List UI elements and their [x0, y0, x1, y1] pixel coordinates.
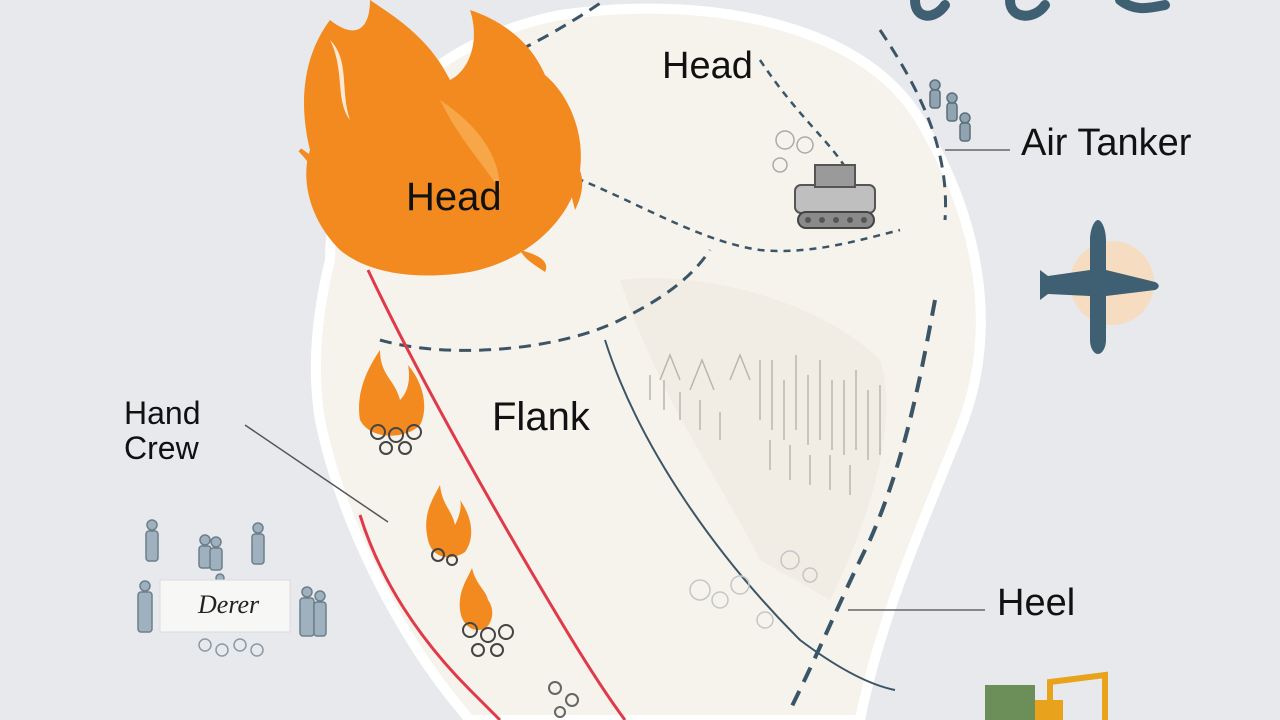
- crew-sign-board: [159, 579, 291, 633]
- crew-cluster-2: [431, 548, 458, 566]
- label-hand-crew: Hand Crew: [124, 395, 224, 467]
- fire-area-shade: [620, 278, 887, 600]
- top-right-decor: [910, 0, 1170, 21]
- building-icon: [985, 671, 1108, 720]
- crew-cluster-4: [548, 681, 579, 718]
- label-head-fire: Head: [406, 175, 502, 219]
- crew-feet-sketch: [198, 638, 264, 657]
- flame-icon-flank-1: [359, 350, 425, 436]
- leader-line-hand-crew: [244, 424, 389, 523]
- crew-cluster-1: [370, 424, 422, 455]
- dashed-line-right: [878, 29, 948, 221]
- label-hand-crew-text: Hand Crew: [124, 395, 201, 467]
- flame-icon: [298, 0, 583, 276]
- forest-hatching: [649, 352, 881, 495]
- label-air-tanker: Air Tanker: [1021, 122, 1192, 164]
- dashed-line-mid: [539, 163, 901, 253]
- label-heel: Heel: [997, 582, 1076, 624]
- inner-boundary-line: [604, 339, 896, 691]
- crew-sign-text: Derer: [198, 590, 260, 619]
- control-line-outer: [358, 514, 502, 720]
- air-tanker-icon: [1040, 220, 1159, 354]
- label-flank: Flank: [492, 395, 590, 439]
- dashed-line-flank-top: [379, 249, 712, 352]
- shrub-sketches: [689, 550, 818, 629]
- flame-icon-flank-3: [459, 568, 493, 630]
- crew-cluster-3: [462, 622, 514, 657]
- control-line-inner: [366, 269, 627, 720]
- bulldozer-icon: [772, 130, 876, 229]
- label-head-upper: Head: [662, 45, 753, 87]
- dashed-line-head: [758, 59, 852, 176]
- flame-icon-flank-2: [426, 485, 472, 558]
- crew-cluster-east: [929, 79, 971, 142]
